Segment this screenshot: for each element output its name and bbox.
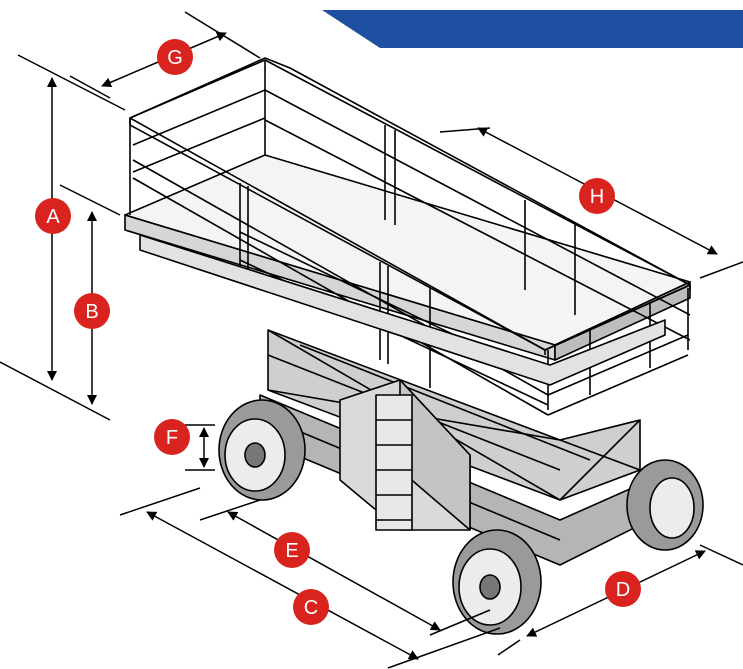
callout-f-circle [154,419,190,455]
callout-e-circle [274,532,310,568]
callout-g-circle [157,39,193,75]
callout-h-circle [579,178,615,214]
scissor-lift-drawing [124,57,704,635]
callout-d-label: D [616,579,630,601]
guardrail-top-frame [129,57,691,351]
callout-a-circle [35,198,71,234]
callout-d: D [605,571,641,607]
callout-g-label: G [167,47,183,69]
callout-f: F [154,419,190,455]
callout-d-circle [605,571,641,607]
wheel-front-right [626,459,704,551]
callout-e: E [274,532,310,568]
wheel-rear-left [218,399,306,501]
callout-h: H [579,178,615,214]
callout-c-label: C [304,597,318,619]
callout-g: G [157,39,193,75]
callout-a: A [35,198,71,234]
platform-deck-end [554,281,691,361]
callout-b: B [74,293,110,329]
callout-e-label: E [285,540,298,562]
callout-a-label: A [46,206,60,228]
callout-h-label: H [590,186,604,208]
deck-underframe [139,234,666,386]
dim-c-line [146,511,419,660]
brand-banner [322,10,743,48]
dim-e-line [227,511,441,631]
callout-b-circle [74,293,110,329]
callout-b-label: B [85,301,98,323]
callout-f-label: F [166,427,178,449]
callout-c: C [293,589,329,625]
callout-c-circle [293,589,329,625]
ladder [375,394,413,531]
wheel-front-left [452,529,542,635]
